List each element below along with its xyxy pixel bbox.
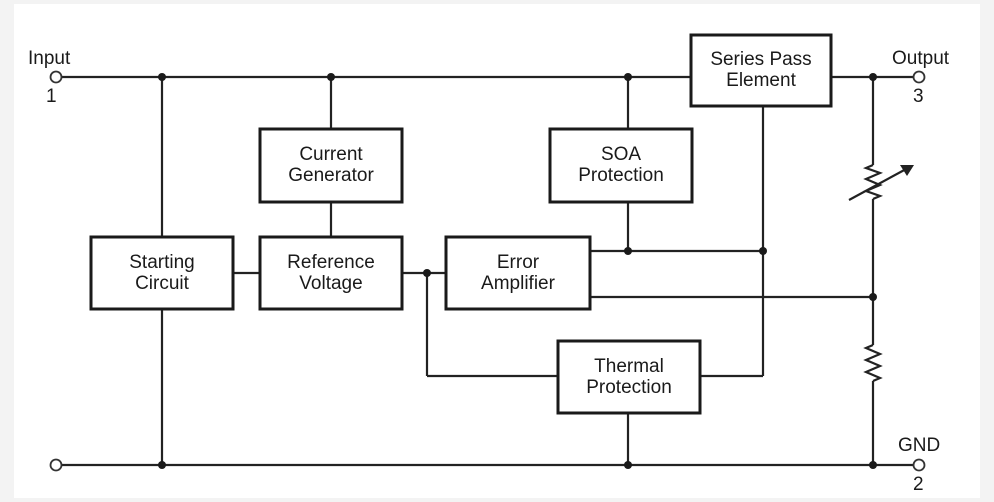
input-terminal [49,70,63,84]
ground-terminal-left [49,458,63,472]
junction-dot [158,73,166,81]
output-terminal [912,70,926,84]
reference-voltage-box [258,235,404,311]
current-generator-line1: Current [299,144,363,165]
error-amplifier-box [444,235,592,311]
starting-circuit-line2: Circuit [135,273,189,294]
junction-dot [423,269,431,277]
starting-circuit-label: Starting Circuit [91,252,233,294]
ground-terminal-right [912,458,926,472]
junction-dot [869,461,877,469]
reference-voltage-line1: Reference [287,252,375,273]
series-pass-line1: Series Pass [710,49,812,70]
input-pin-number: 1 [46,86,57,107]
reference-voltage-line2: Voltage [299,273,363,294]
junction-dot [869,73,877,81]
fixed-resistor [863,343,883,383]
variable-resistor-zigzag [862,163,884,201]
junction-dot [624,461,632,469]
starting-circuit-box [89,235,235,311]
soa-protection-label: SOA Protection [550,144,692,186]
soa-protection-line2: Protection [578,165,664,186]
soa-protection-line1: SOA [600,144,642,165]
current-generator-line2: Generator [288,165,374,186]
gnd-pin-number: 2 [913,474,924,495]
output-pin-number: 3 [913,86,924,107]
variable-resistor-arrowhead [900,165,914,176]
current-generator-label: Current Generator [260,144,402,186]
error-amplifier-label: Error Amplifier [446,252,590,294]
error-amplifier-line1: Error [496,252,540,273]
junctions [158,73,877,469]
variable-resistor [848,163,914,201]
current-generator-box [258,127,404,204]
series-pass-label: Series Pass Element [691,49,831,91]
junction-dot [624,247,632,255]
gnd-terminal-label: GND [898,435,941,456]
variable-resistor-arrow-shaft [848,167,909,201]
thermal-protection-line1: Thermal [594,356,664,377]
thermal-protection-line2: Protection [586,377,672,398]
series-pass-box [689,33,833,108]
reference-voltage-label: Reference Voltage [260,252,402,294]
starting-circuit-line1: Starting [129,252,195,273]
junction-dot [327,73,335,81]
soa-protection-box [548,127,694,204]
thermal-protection-box [556,339,702,415]
junction-dot [624,73,632,81]
input-terminal-label: Input [28,48,71,69]
junction-dot [869,293,877,301]
output-terminal-label: Output [892,48,950,69]
thermal-protection-label: Thermal Protection [558,356,700,398]
error-amplifier-line2: Amplifier [481,273,555,294]
series-pass-line2: Element [726,70,796,91]
junction-dot [759,247,767,255]
junction-dot [158,461,166,469]
